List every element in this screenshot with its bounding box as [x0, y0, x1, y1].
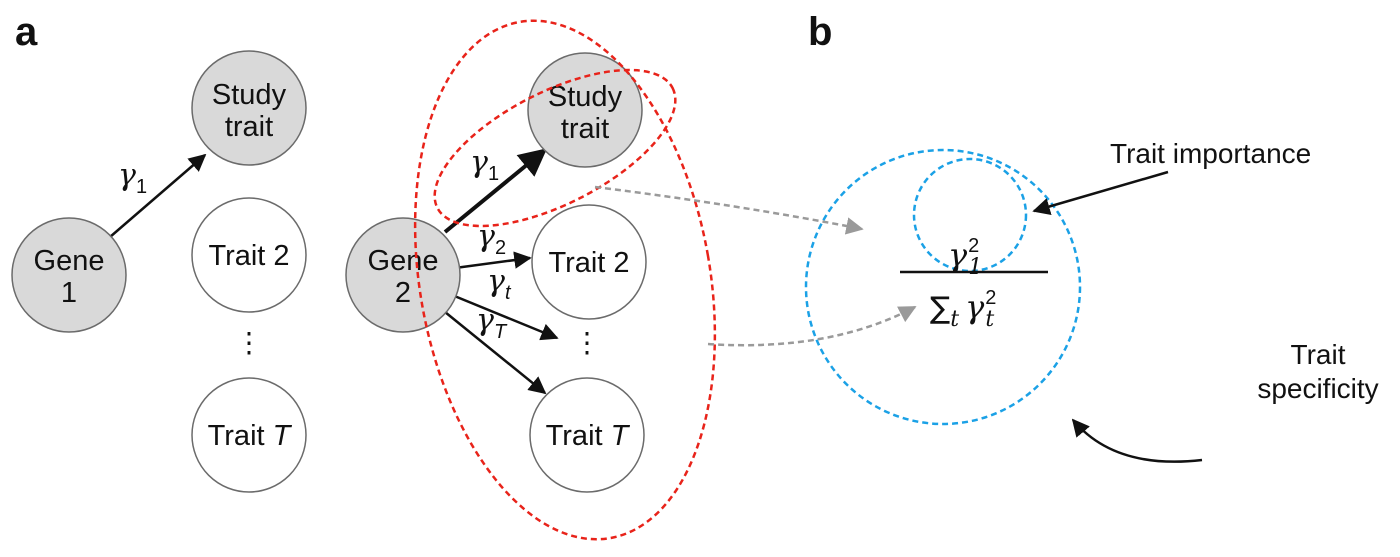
panel-label-a: a [15, 10, 38, 54]
node-gene-1-line2: 1 [61, 277, 77, 309]
node-trait2-2 [531, 204, 647, 320]
node-study-trait-2 [527, 52, 643, 168]
node-traitT-1-label: Trait T [208, 420, 293, 452]
arrow-trait-specificity [1071, 418, 1203, 463]
edge-gene2-trait-t [451, 293, 559, 341]
node-study-trait-1 [191, 50, 307, 166]
blue-circle-outer [804, 148, 1082, 426]
node-study-trait-2-line1: Study [548, 81, 623, 113]
node-study-trait-1-line1: Study [212, 79, 287, 111]
node-gene-1 [11, 217, 127, 333]
node-gene-2-line2: 2 [395, 277, 411, 309]
graph-gene-2: Study trait Gene 2 Trait 2 ⋮ Trait T γ1 … [345, 19, 717, 541]
ellipsis-1: ⋮ [235, 327, 263, 358]
edge-label-gamma2: γ2 [477, 219, 506, 259]
edge-gene2-traitT [444, 311, 547, 395]
connector-importance [594, 185, 864, 235]
node-traitT-2 [529, 377, 645, 493]
node-study-trait-1-line2: trait [225, 111, 273, 143]
edge-label-gamma1-left: γ1 [118, 158, 147, 198]
annotation-trait-importance: Trait importance [1110, 138, 1311, 169]
node-traitT-2-label: Trait T [546, 420, 631, 452]
node-traitT-1 [191, 377, 307, 493]
graph-gene-1: γ1 Study trait Gene 1 Trait 2 ⋮ Trait T [11, 50, 307, 493]
arrow-trait-importance [1032, 170, 1169, 216]
node-gene-2 [345, 217, 461, 333]
edge-label-gamma1-right: γ1 [470, 145, 499, 185]
node-gene-1-line1: Gene [34, 245, 105, 277]
edge-label-gammat: γt [487, 264, 512, 304]
edge-label-gammaT: γT [476, 303, 508, 343]
node-trait2-1 [191, 197, 307, 313]
ellipsis-2: ⋮ [573, 327, 601, 358]
blue-circle-inner [912, 157, 1028, 273]
red-ellipse-all-traits [413, 19, 717, 541]
annotation-trait-specificity-line1: Trait [1291, 339, 1346, 370]
connector-specificity [707, 305, 917, 347]
node-gene-2-line1: Gene [368, 245, 439, 277]
edge-gene1-study-trait [109, 153, 207, 238]
edge-gene2-trait2 [454, 251, 532, 270]
node-study-trait-2-line2: trait [561, 113, 609, 145]
annotation-trait-specificity-line2: specificity [1257, 373, 1378, 404]
edge-gene2-study-trait [443, 148, 548, 234]
panel-label-b: b [808, 10, 832, 54]
red-ellipse-study [433, 68, 677, 228]
node-trait2-2-label: Trait 2 [548, 247, 629, 279]
node-trait2-1-label: Trait 2 [208, 240, 289, 272]
